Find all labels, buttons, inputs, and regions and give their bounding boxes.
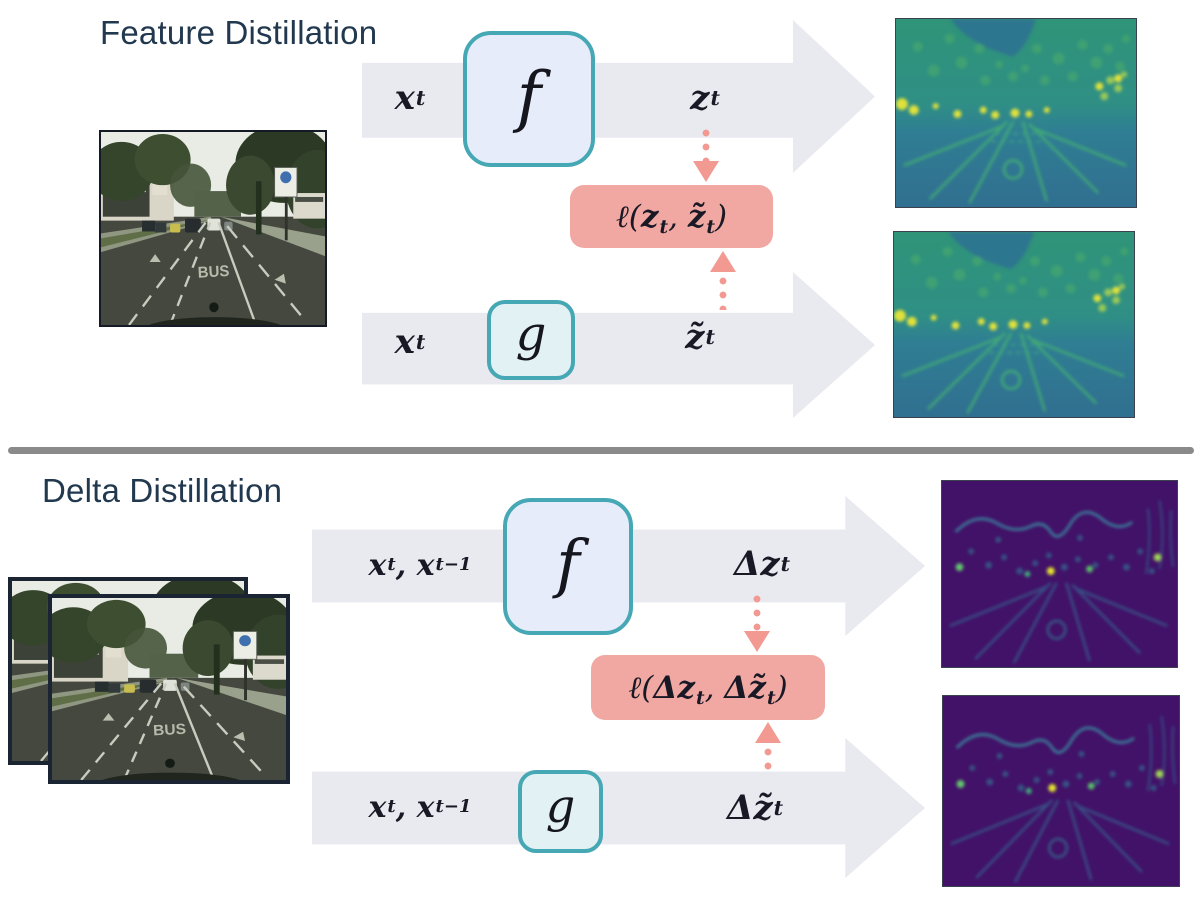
teacher-loss-arrowhead-icon (693, 161, 719, 182)
student-loss-arrowhead-icon (710, 251, 736, 272)
student-feature-map (893, 231, 1135, 418)
teacher-feature-map-svg (896, 19, 1136, 207)
street-photo-single (99, 130, 327, 327)
delta-teacher-module-f-label: f (556, 526, 580, 601)
street-photo-current-frame (48, 594, 290, 784)
feature-loss-box: ℓ(zt, z̃t) (570, 185, 773, 248)
student-module-g-box: g (487, 300, 575, 380)
delta-distillation-title: Delta Distillation (42, 472, 283, 509)
delta-loss-box: ℓ(Δzt, Δz̃t) (591, 655, 825, 720)
teacher-module-f-label: f (516, 57, 542, 135)
street-photo-svg (101, 132, 325, 325)
delta-teacher-feature-map (941, 480, 1178, 668)
delta-student-loss-arrowhead-icon (755, 722, 781, 743)
teacher-feature-map (895, 18, 1137, 208)
delta-student-module-g-label: g (545, 778, 576, 833)
label-output-student: z̃t (685, 317, 715, 357)
delta-student-feature-map-svg (943, 696, 1179, 886)
delta-student-module-g-box: g (518, 770, 603, 853)
delta-student-feature-map (942, 695, 1180, 887)
delta-teacher-feature-map-svg (942, 481, 1177, 667)
delta-teacher-loss-arrowhead-icon (744, 631, 770, 652)
delta-student-loss-dotted-line (764, 745, 772, 773)
feature-distillation-title: Feature Distillation (100, 14, 378, 51)
delta-teacher-module-f-box: f (503, 498, 633, 635)
student-module-g-label: g (515, 306, 547, 362)
student-loss-dotted-line (719, 274, 727, 310)
teacher-module-f-box: f (463, 31, 595, 167)
teacher-loss-dotted-line (702, 126, 710, 162)
section-divider (8, 447, 1194, 454)
label-delta-output-student: Δz̃t (726, 788, 784, 828)
street-photo-current-svg (52, 598, 286, 780)
student-feature-map-svg (894, 232, 1134, 417)
delta-teacher-loss-dotted-line (753, 592, 761, 632)
